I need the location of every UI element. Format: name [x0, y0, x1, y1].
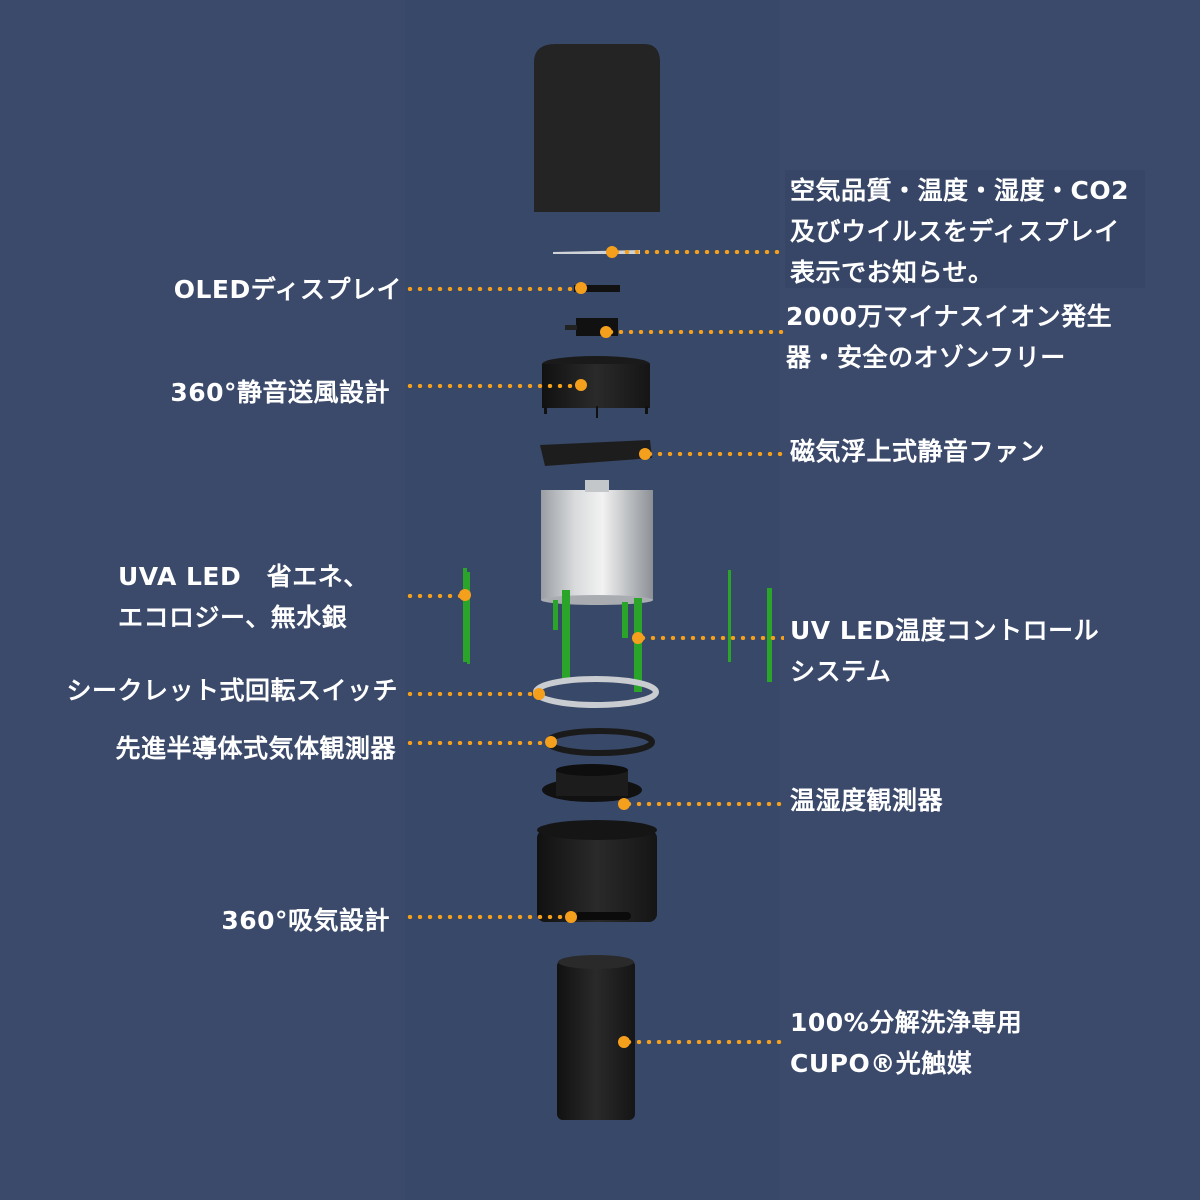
leader-uvtemp	[638, 636, 784, 640]
oled-module	[574, 285, 620, 292]
callout-dot	[545, 736, 557, 748]
callout-dot	[632, 632, 644, 644]
callout-dot	[606, 246, 618, 258]
top-cover	[534, 44, 660, 212]
label-oled-display: OLEDディスプレイ	[174, 269, 402, 310]
label-uva-led: UVA LED 省エネ、 エコロジー、無水銀	[118, 556, 369, 638]
photocatalyst-filter	[557, 955, 635, 1120]
callout-dot	[575, 282, 587, 294]
intake-housing	[537, 820, 657, 922]
leader-ion	[606, 330, 784, 334]
label-negative-ion: 2000万マイナスイオン発生 器・安全のオゾンフリー	[786, 296, 1112, 378]
leader-fan	[645, 452, 783, 456]
callout-dot	[618, 1036, 630, 1048]
label-line: 空気品質・温度・湿度・CO2	[790, 176, 1129, 205]
label-maglev-fan: 磁気浮上式静音ファン	[790, 431, 1045, 472]
label-semiconductor-gas-sensor: 先進半導体式気体観測器	[115, 728, 396, 769]
label-line: 先進半導体式気体観測器	[115, 734, 396, 763]
callout-dot	[600, 326, 612, 338]
leader-th	[624, 802, 784, 806]
leader-uva	[405, 594, 465, 598]
gas-sensor-ring	[545, 728, 655, 756]
maglev-fan	[540, 440, 652, 466]
leader-intake	[405, 915, 571, 919]
label-line: 器・安全のオゾンフリー	[786, 343, 1066, 372]
label-line: エコロジー、無水銀	[118, 603, 348, 632]
label-360-intake: 360°吸気設計	[221, 900, 390, 941]
label-uv-led-temp-control: UV LED温度コントロール システム	[790, 610, 1099, 692]
uva-led-boards	[463, 568, 772, 692]
label-line: シークレット式回転スイッチ	[66, 676, 398, 705]
leader-gas	[405, 741, 551, 745]
label-line: 磁気浮上式静音ファン	[790, 437, 1046, 466]
callout-dot	[459, 589, 471, 601]
label-line: 温湿度観測器	[790, 786, 944, 815]
label-line: CUPO®光触媒	[790, 1049, 973, 1078]
callout-dot	[575, 379, 587, 391]
leader-switch	[405, 692, 539, 696]
label-line: 100%分解洗浄専用	[790, 1008, 1023, 1037]
label-line: 表示でお知らせ。	[790, 258, 994, 287]
label-line: UVA LED 省エネ、	[118, 562, 369, 591]
label-line: 及びウイルスをディスプレイ	[790, 217, 1120, 246]
temp-humidity-sensor-housing	[542, 764, 642, 802]
label-360-silent-blow: 360°静音送風設計	[170, 372, 390, 413]
leader-display	[612, 250, 784, 254]
label-display-air-quality: 空気品質・温度・湿度・CO2 及びウイルスをディスプレイ 表示でお知らせ。	[790, 170, 1129, 293]
callout-dot	[565, 911, 577, 923]
label-line: OLEDディスプレイ	[173, 275, 402, 304]
label-line: 2000万マイナスイオン発生	[786, 302, 1113, 331]
callout-dot	[639, 448, 651, 460]
label-line: システム	[790, 657, 892, 686]
label-line: 360°吸気設計	[221, 906, 390, 935]
label-secret-rotary-switch: シークレット式回転スイッチ	[66, 670, 398, 711]
label-line: UV LED温度コントロール	[790, 616, 1100, 645]
display-callout-box	[785, 170, 1145, 288]
label-line: 360°静音送風設計	[170, 378, 390, 407]
leader-photo	[624, 1040, 784, 1044]
leader-oled	[405, 287, 581, 291]
leader-blow	[405, 384, 581, 388]
label-temp-humidity-sensor: 温湿度観測器	[790, 780, 943, 821]
callout-dot	[533, 688, 545, 700]
callout-dot	[618, 798, 630, 810]
uv-reflector-core	[541, 480, 653, 605]
label-photocatalyst: 100%分解洗浄専用 CUPO®光触媒	[790, 1002, 1022, 1084]
